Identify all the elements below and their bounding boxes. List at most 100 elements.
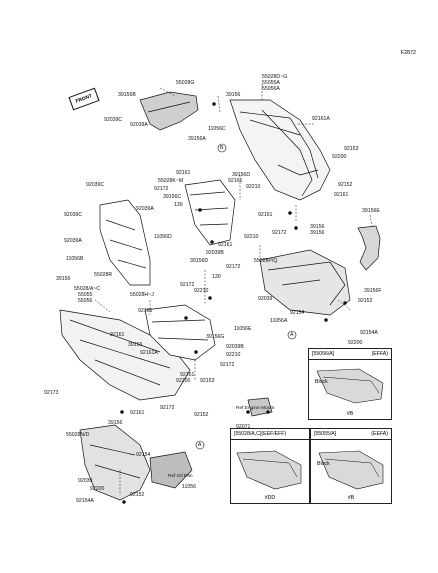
part-label: 92173 bbox=[44, 390, 59, 396]
part-label: 92039 bbox=[258, 296, 273, 302]
engine-mount-bracket bbox=[247, 397, 273, 417]
part-label: 92210 bbox=[246, 184, 261, 190]
part-label: 92152 bbox=[130, 492, 145, 498]
part-label: 55028P/Q bbox=[254, 258, 278, 264]
part-label: 92153 bbox=[200, 378, 215, 384]
part-label: 92161 bbox=[138, 308, 153, 314]
part-label: 39156D bbox=[190, 258, 209, 264]
part-label: 92039A bbox=[136, 206, 154, 212]
part-label: 55028K~M bbox=[158, 178, 184, 184]
part-label: 92172 bbox=[226, 264, 241, 270]
part-label: 92039A bbox=[64, 238, 82, 244]
part-label: 39156A bbox=[188, 136, 206, 142]
part-label: 92210 bbox=[244, 234, 259, 240]
part-label: 92039C bbox=[86, 182, 105, 188]
callout-a-circle bbox=[287, 330, 297, 340]
part-label: 55028N/D bbox=[66, 432, 90, 438]
part-label: 39156 bbox=[56, 276, 71, 282]
callout-b-circle bbox=[217, 143, 227, 153]
part-label: 92039A bbox=[130, 122, 148, 128]
part-label: 55028D~G bbox=[262, 74, 288, 80]
variant-box-block-label: Block bbox=[317, 461, 330, 467]
variant-box-title: [55055/A] bbox=[314, 431, 337, 437]
part-label: 92039C bbox=[104, 117, 123, 123]
diagram-code: F2872 bbox=[400, 50, 416, 56]
variant-box-model: (EEFA) bbox=[371, 431, 388, 437]
part-label: 92200 bbox=[332, 154, 347, 160]
part-label: 92154 bbox=[290, 310, 305, 316]
part-label: 55056A bbox=[262, 86, 280, 92]
callout-a: A bbox=[290, 332, 294, 338]
variant-box-block-label: Block bbox=[315, 379, 328, 385]
upper-inner-cover bbox=[139, 91, 199, 131]
right-lower-panel bbox=[259, 249, 351, 316]
part-label: 55055A bbox=[262, 80, 280, 86]
part-label: 55055 bbox=[78, 292, 93, 298]
part-label: 39156E bbox=[362, 208, 380, 214]
part-label: 39156 bbox=[310, 230, 325, 236]
variant-box-title: [55028/A,C](EEF/EFF) bbox=[234, 431, 287, 437]
part-label: 92161 bbox=[218, 242, 233, 248]
part-label: 55056 bbox=[78, 298, 93, 304]
part-label: 92210 bbox=[194, 288, 209, 294]
part-label: 92152 bbox=[194, 412, 209, 418]
part-label: 55028R bbox=[94, 272, 113, 278]
part-label: 92161 bbox=[110, 332, 125, 338]
part-label: 39156G bbox=[206, 334, 225, 340]
lower-left-fairing bbox=[59, 309, 191, 401]
part-label: 92161 bbox=[258, 212, 273, 218]
part-label: 39156 bbox=[310, 224, 325, 230]
part-label: 39156F bbox=[364, 288, 382, 294]
part-label: 92039C bbox=[64, 212, 83, 218]
callout-a-lower: A bbox=[198, 442, 202, 448]
variant-panel-drawing bbox=[316, 368, 384, 404]
part-label: 39156 bbox=[108, 420, 123, 426]
under-cowl bbox=[79, 424, 151, 501]
part-label: 92161A bbox=[312, 116, 330, 122]
upper-cowl-right bbox=[229, 99, 331, 201]
part-label: 39156 bbox=[226, 92, 241, 98]
part-label: 92152 bbox=[358, 298, 373, 304]
center-lower-panel bbox=[144, 304, 216, 361]
part-label: 11056C bbox=[208, 126, 226, 132]
variant-box-tag: #B bbox=[347, 495, 355, 501]
variant-box-tag: #B bbox=[346, 411, 354, 417]
part-label: 92039 bbox=[78, 478, 93, 484]
oil-pan-bracket bbox=[149, 451, 193, 489]
part-label: 92172 bbox=[220, 362, 235, 368]
part-label: 92172 bbox=[160, 405, 175, 411]
part-label: 92152 bbox=[338, 182, 353, 188]
left-inner-cover bbox=[99, 199, 151, 286]
variant-box-55028: [55028/A,C](EEF/EFF) #DD bbox=[230, 428, 310, 504]
part-label: 92154A bbox=[360, 330, 378, 336]
part-label: 11056A bbox=[270, 318, 288, 324]
part-label: 92071 bbox=[236, 424, 251, 430]
part-label: 92154 bbox=[136, 452, 151, 458]
part-label: 130 bbox=[212, 274, 221, 280]
part-label: 92172 bbox=[180, 282, 195, 288]
callout-a-circle-lower bbox=[195, 440, 205, 450]
part-label: 130 bbox=[174, 202, 183, 208]
part-label: 39156D bbox=[232, 172, 251, 178]
part-label: 92210 bbox=[226, 352, 241, 358]
callout-b: B bbox=[220, 145, 224, 151]
part-label: 92200 bbox=[176, 378, 191, 384]
part-label: 55028G bbox=[176, 80, 195, 86]
part-label: 92161 bbox=[228, 178, 243, 184]
part-label: 11056 bbox=[182, 484, 197, 490]
part-label: 92039B bbox=[226, 344, 244, 350]
part-label: 55028H~J bbox=[130, 292, 154, 298]
part-label: 92161 bbox=[334, 192, 349, 198]
part-label: 92154A bbox=[76, 498, 94, 504]
ref-oil-pan: Ref.Oil Pan bbox=[168, 474, 193, 479]
part-label: 92161 bbox=[130, 410, 145, 416]
part-label: 55028/A~C bbox=[74, 286, 101, 292]
variant-panel-drawing bbox=[236, 450, 302, 490]
part-label: 92200 bbox=[90, 486, 105, 492]
part-label: 39156C bbox=[163, 194, 182, 200]
center-inner-panel bbox=[184, 179, 236, 246]
part-label: 92161 bbox=[180, 372, 195, 378]
variant-box-tag: #DD bbox=[264, 495, 276, 501]
